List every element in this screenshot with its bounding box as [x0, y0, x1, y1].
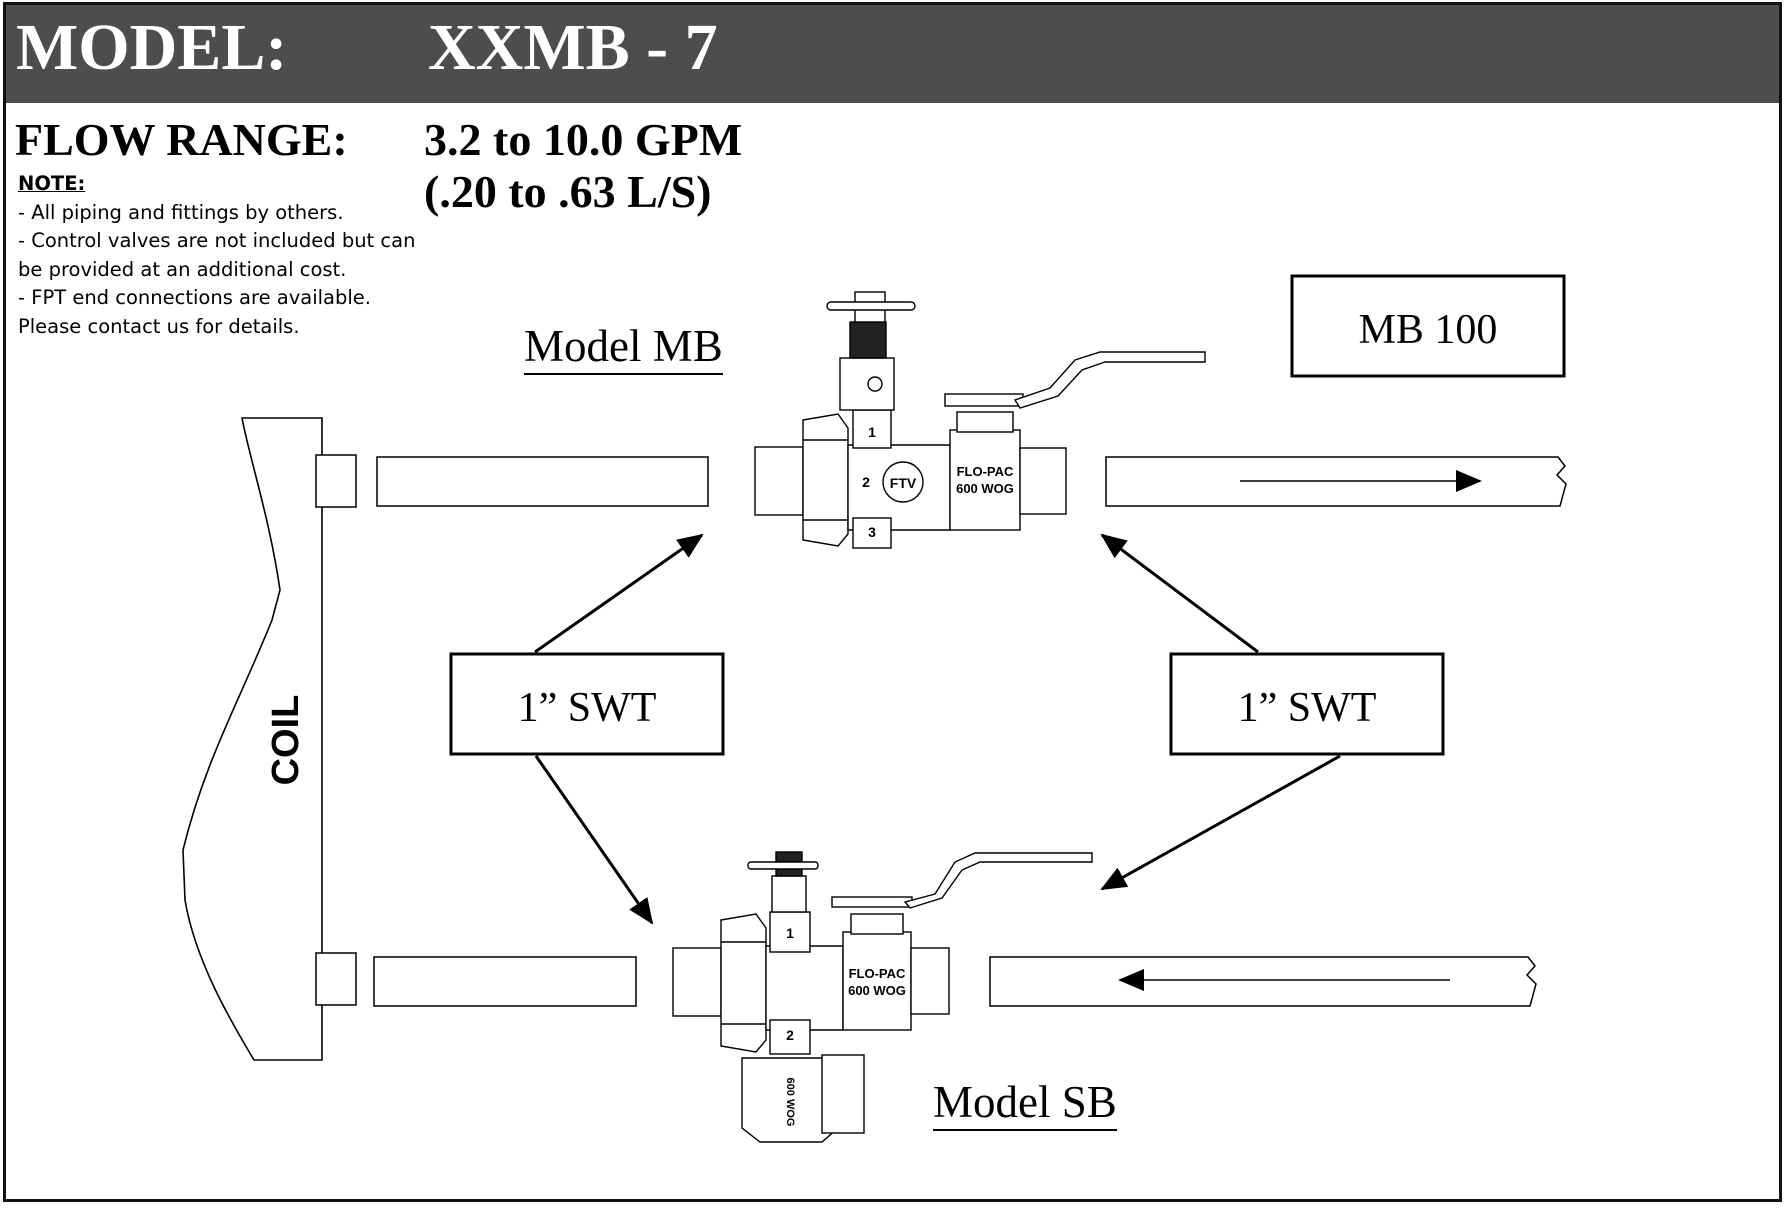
model-heading-label: MODEL: — [16, 11, 288, 84]
valve-sb-port-1-label: 1 — [786, 925, 794, 941]
pipe-bottom-left — [373, 956, 637, 1007]
leader-left-bottom — [534, 755, 654, 925]
leader-left-top — [534, 533, 704, 654]
valve-mb-stem — [956, 411, 1014, 433]
pipe-bottom-right — [989, 956, 1537, 1007]
leader-arrows — [534, 533, 1341, 925]
valve-sb-drain-handle — [821, 1054, 865, 1134]
note-line: - All piping and fittings by others. — [18, 200, 344, 224]
mb100-label: MB 100 — [1359, 307, 1498, 353]
valve-mb-port-3-label: 3 — [868, 524, 876, 540]
swt-box-left: 1” SWT — [449, 652, 725, 756]
drawing-frame — [3, 2, 1782, 1202]
valve-mb-test-cap — [849, 321, 887, 359]
valve-sb-drain-rating: 600 WOG — [784, 1078, 796, 1127]
valve-mb-outlet-tailpiece — [1019, 447, 1067, 515]
valve-sb-port-2 — [769, 1019, 811, 1055]
valve-mb-rating: 600 WOG — [956, 481, 1014, 496]
leader-right-top — [1100, 533, 1259, 654]
note-title: NOTE: — [18, 172, 86, 195]
valve-mb-ftv-badge — [882, 461, 924, 503]
valve-sb: 1 2 600 WOG FLO-PAC 600 WOG — [672, 851, 1093, 1143]
valve-mb-brand: FLO-PAC — [957, 464, 1014, 479]
pipe-top-left — [376, 456, 709, 507]
valve-sb-cap-strap — [747, 861, 819, 870]
mb100-box: MB 100 — [1290, 274, 1566, 378]
valve-mb: 1 2 3 FTV FLO-PAC 600 WOG — [754, 291, 1206, 549]
leader-right-bottom — [1100, 754, 1341, 891]
coil-nozzle-top — [315, 454, 357, 508]
valve-mb-port-3 — [852, 517, 892, 549]
coil-label: COIL — [265, 695, 307, 786]
valve-mb-port-1-label: 1 — [868, 424, 876, 440]
valve-mb-port-1 — [852, 409, 892, 449]
flow-range-label: FLOW RANGE: — [15, 114, 348, 165]
pipe-top-right — [1105, 456, 1567, 507]
valve-mb-ball-body — [949, 429, 1021, 531]
note-line: Please contact us for details. — [18, 314, 300, 338]
valve-mb-test-port — [839, 357, 895, 411]
swt-right-label: 1” SWT — [1238, 685, 1377, 731]
valve-sb-inlet-tailpiece — [672, 947, 722, 1017]
valve-sb-brand: FLO-PAC — [849, 966, 906, 981]
model-sb-label: Model SB — [933, 1080, 1117, 1131]
header-bar: MODEL: XXMB - 7 — [6, 5, 1779, 103]
note-block: NOTE: - All piping and fittings by other… — [18, 170, 415, 341]
valve-sb-port-1 — [769, 911, 811, 953]
flow-range-gpm: 3.2 to 10.0 GPM — [424, 114, 743, 165]
flow-range-ls: (.20 to .63 L/S) — [424, 166, 712, 217]
note-line: - Control valves are not included but ca… — [18, 229, 416, 252]
valve-mb-ftv-label: FTV — [890, 475, 917, 491]
model-mb-label: Model MB — [524, 324, 723, 375]
valve-sb-handle — [903, 852, 1093, 909]
valve-sb-port-2-label: 2 — [786, 1027, 794, 1043]
valve-mb-inlet-tailpiece — [754, 446, 804, 516]
valve-mb-port-2-label: 2 — [862, 474, 870, 490]
valve-sb-body — [765, 945, 844, 1031]
valve-sb-handle-base — [831, 896, 913, 908]
valve-mb-handle-base — [944, 393, 1024, 407]
valve-mb-cap-strap — [826, 301, 916, 311]
note-line: be provided at an additional cost. — [18, 257, 347, 281]
valve-sb-ball-body — [842, 931, 912, 1031]
valve-mb-union-nut — [802, 413, 849, 547]
model-heading-value: XXMB - 7 — [428, 11, 718, 84]
swt-left-label: 1” SWT — [518, 685, 657, 731]
valve-sb-test-port — [771, 875, 807, 913]
coil: COIL — [182, 417, 357, 1061]
note-line: - FPT end connections are available. — [18, 286, 371, 309]
valve-sb-rating: 600 WOG — [848, 983, 906, 998]
valve-sb-stem — [850, 913, 904, 935]
valve-sb-union-nut — [720, 913, 767, 1053]
valve-sb-outlet-tailpiece — [910, 947, 950, 1015]
coil-nozzle-bottom — [315, 952, 357, 1006]
valve-mb-handle — [1013, 351, 1206, 409]
swt-box-right: 1” SWT — [1169, 652, 1445, 756]
